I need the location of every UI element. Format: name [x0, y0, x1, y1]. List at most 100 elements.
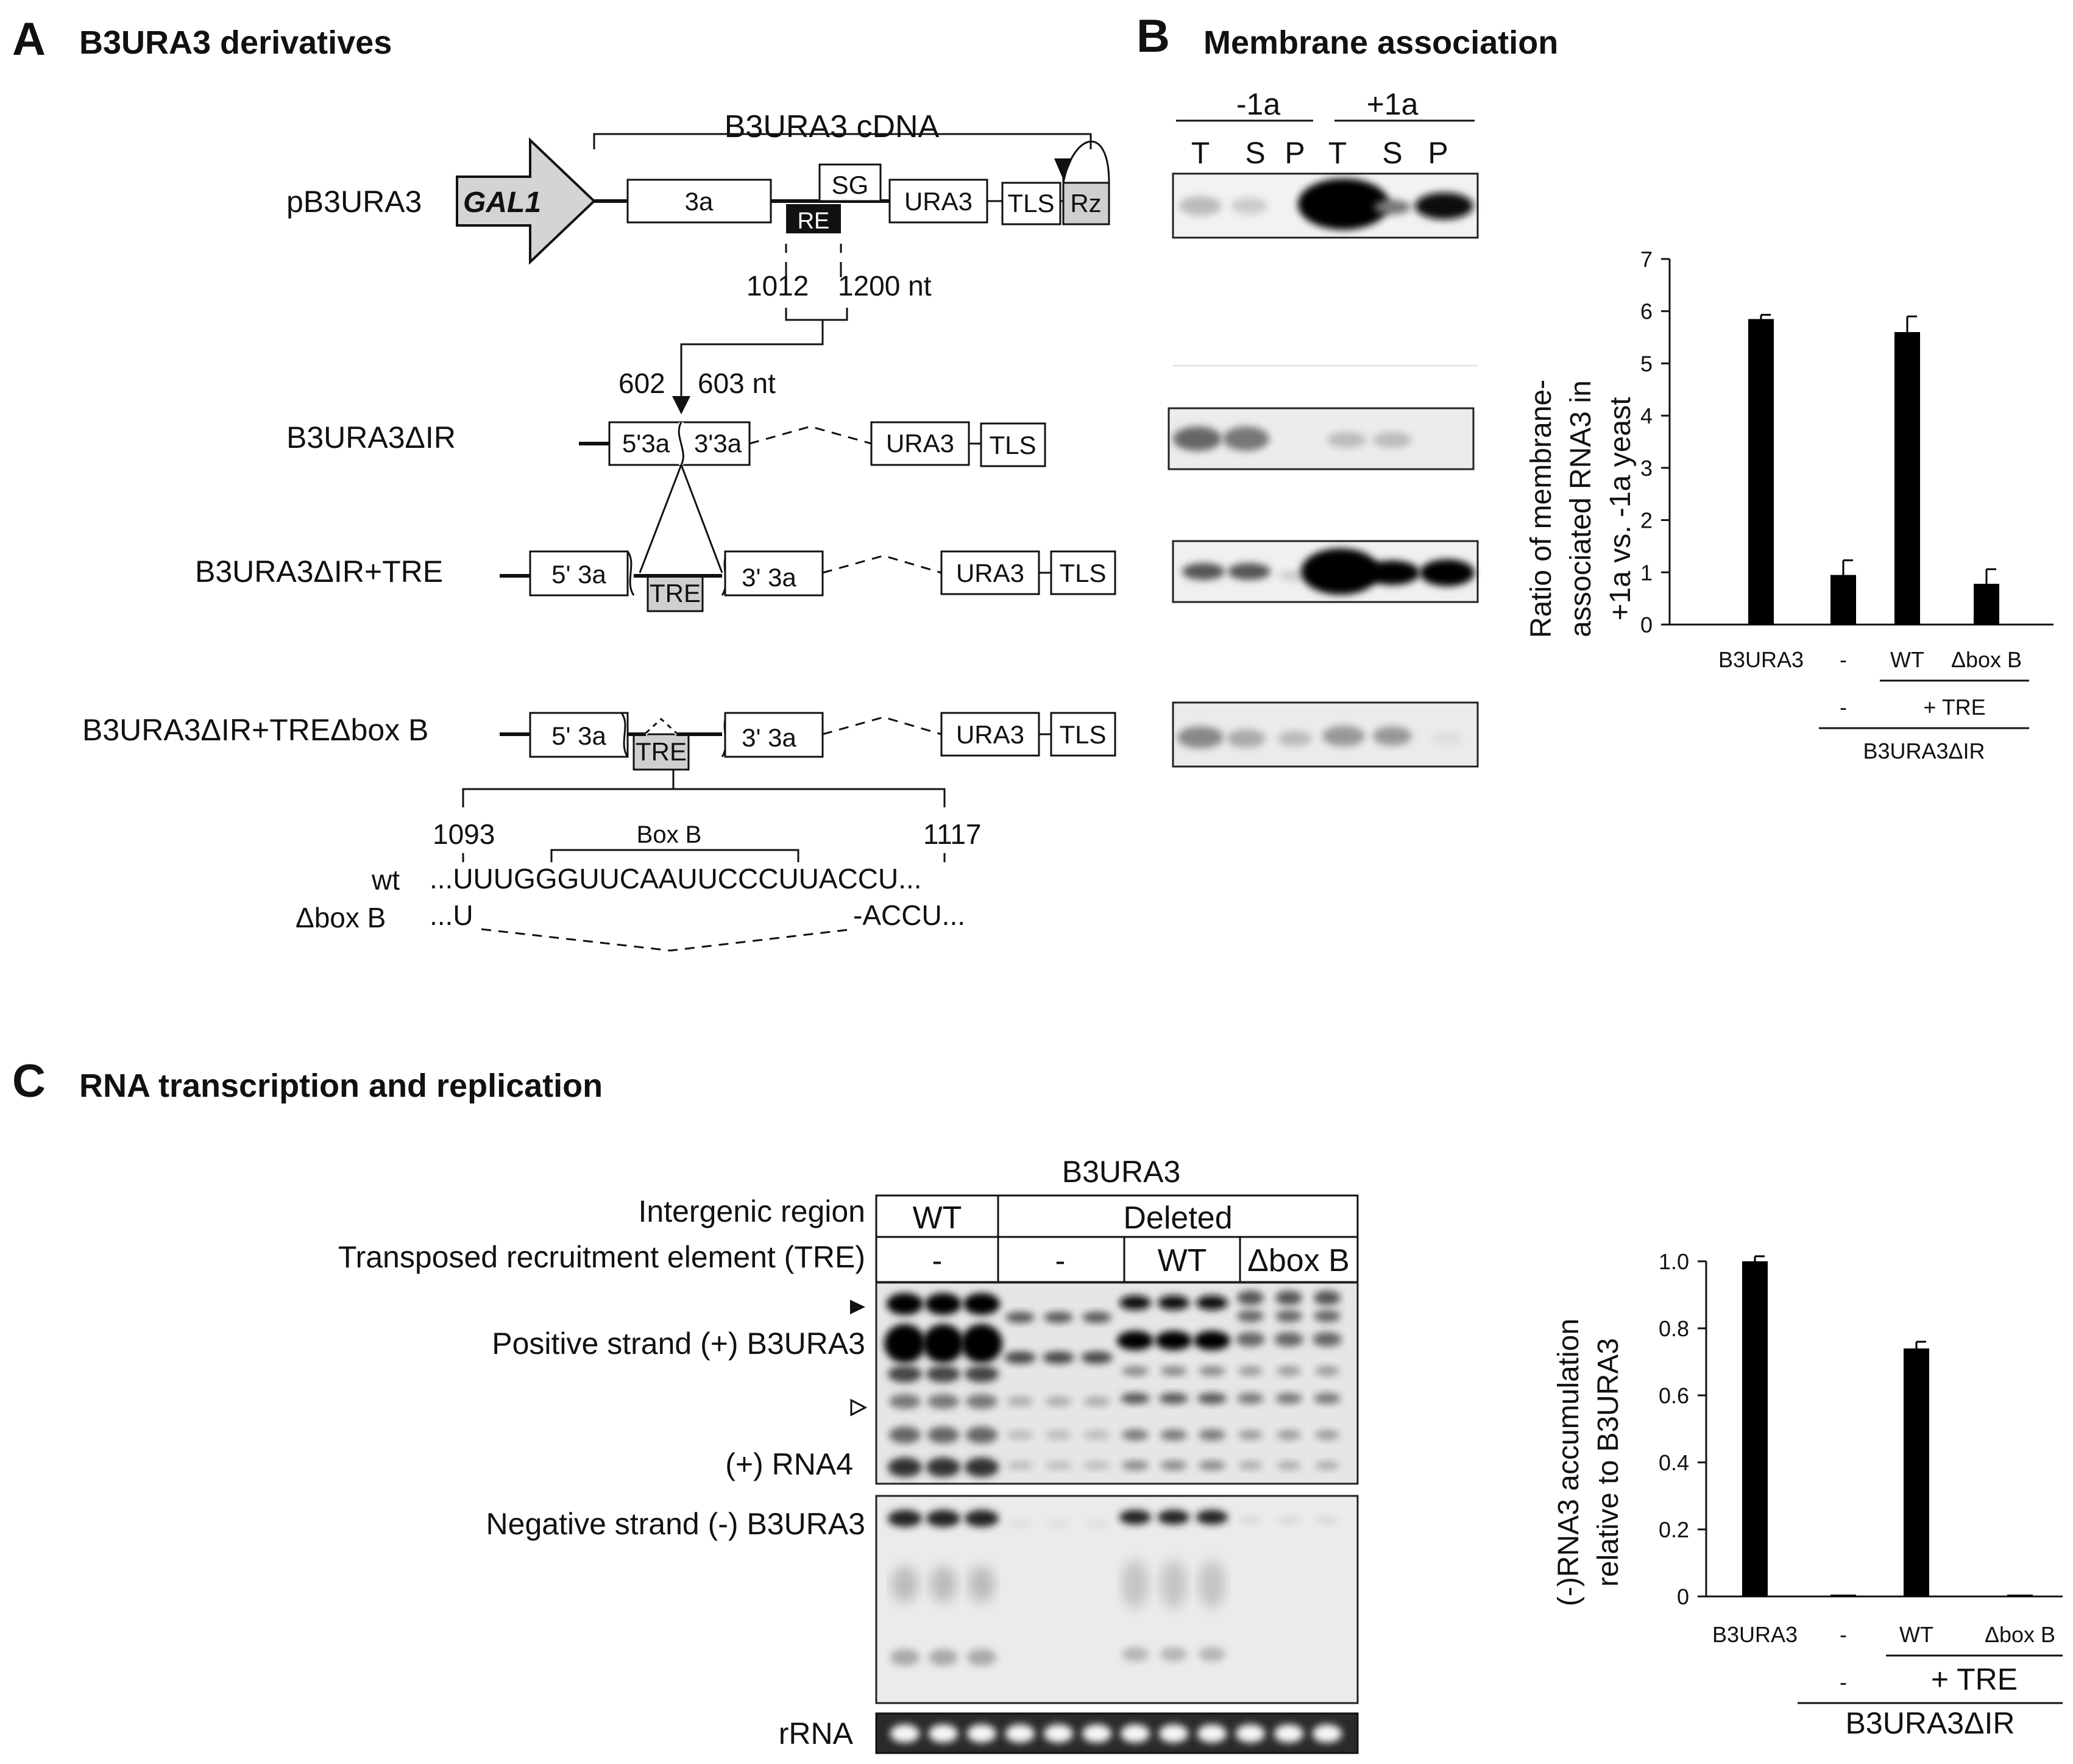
- svg-text:T: T: [1191, 136, 1210, 170]
- chart2-tick-label: 0.2: [1659, 1517, 1689, 1542]
- seq-wt-label: wt: [371, 864, 400, 896]
- chart1-ylabel-line2: associated RNA3 in: [1565, 380, 1597, 637]
- svg-text:P: P: [1285, 136, 1305, 170]
- panel-c-title: RNA transcription and replication: [79, 1068, 603, 1104]
- chart2-category-label: B3URA3: [1712, 1622, 1798, 1647]
- svg-text:RE: RE: [798, 208, 830, 234]
- segment-3a: [626, 179, 772, 224]
- segment-sg: [818, 163, 882, 202]
- svg-text:3' 3a: 3' 3a: [742, 563, 796, 592]
- construct-label-dir-tre-dbox: B3URA3ΔIR+TREΔbox B: [82, 713, 428, 747]
- chart1-ylabel-line3: +1a vs. -1a yeast: [1604, 397, 1637, 621]
- svg-text:TLS: TLS: [1059, 720, 1106, 749]
- chart1-bar: [1894, 332, 1920, 625]
- svg-text:SG: SG: [832, 171, 869, 199]
- group-neg-1a: -1a: [1236, 87, 1280, 121]
- svg-text:T: T: [1328, 136, 1347, 170]
- chart1-bar: [1748, 319, 1774, 625]
- svg-text:3'3a: 3'3a: [694, 429, 742, 458]
- svg-text:603 nt: 603 nt: [698, 367, 776, 399]
- positive-strand-label: Positive strand (+) B3URA3: [492, 1327, 865, 1361]
- blot-negative-strand: [875, 1495, 1359, 1704]
- chart1-category-label: B3URA3: [1718, 647, 1804, 672]
- rna4-label: (+) RNA4: [725, 1447, 853, 1481]
- svg-text:5'3a: 5'3a: [622, 429, 670, 458]
- tre-wt: WT: [1158, 1243, 1207, 1278]
- chart1-tick-label: 3: [1640, 456, 1653, 481]
- segment-ura3-4: [940, 712, 1040, 757]
- tre-dbox: Δbox B: [1247, 1243, 1350, 1278]
- segment-tls-2: [980, 422, 1046, 467]
- panel-a: A B3URA3 derivatives B3URA3 cDNA pB3URA3…: [12, 13, 1116, 952]
- seq-del-left: ...U: [430, 899, 473, 931]
- svg-text:1200 nt: 1200 nt: [838, 270, 932, 302]
- ig-wt: WT: [913, 1200, 962, 1236]
- marker-filled-arrow: [850, 1300, 865, 1314]
- boxb-label: Box B: [637, 821, 702, 848]
- svg-text:TLS: TLS: [1007, 189, 1054, 218]
- chart1-category-label: WT: [1890, 647, 1924, 672]
- svg-text:URA3: URA3: [956, 720, 1024, 749]
- chart1-tick-label: 6: [1640, 299, 1653, 324]
- segment-tls-4: [1050, 712, 1116, 757]
- blot-rrna: [875, 1712, 1359, 1754]
- panel-a-title: B3URA3 derivatives: [79, 24, 392, 61]
- cdna-label: B3URA3 cDNA: [725, 109, 940, 144]
- lane-labels: T S P T S P: [1191, 136, 1448, 170]
- chart1-bar: [1830, 575, 1856, 625]
- segment-re: [786, 204, 841, 233]
- chart1-group-minus: -: [1840, 695, 1847, 720]
- svg-text:1012: 1012: [746, 270, 809, 302]
- row-intergenic-label: Intergenic region: [639, 1194, 865, 1228]
- svg-text:602: 602: [618, 367, 665, 399]
- panel-c: C RNA transcription and replication B3UR…: [12, 1055, 2063, 1754]
- blot-pb3ura3: [1172, 172, 1479, 239]
- blot-dir: [1168, 407, 1475, 470]
- chart1-tick-label: 5: [1640, 351, 1653, 376]
- chart1-tick-label: 7: [1640, 247, 1653, 272]
- row-tre-label: Transposed recruitment element (TRE): [338, 1240, 865, 1274]
- svg-text:URA3: URA3: [956, 559, 1024, 587]
- segment-5-3a: [529, 550, 629, 597]
- segment-ura3-3: [940, 550, 1040, 595]
- seq-del-label: Δbox B: [296, 902, 386, 933]
- chart1-group-tre: + TRE: [1923, 695, 1985, 720]
- chart1-group-parent: B3URA3ΔIR: [1863, 739, 1985, 763]
- chart1-ylabel-line1: Ratio of membrane-: [1525, 380, 1557, 638]
- b3ura3-header: B3URA3: [1062, 1155, 1181, 1189]
- svg-text:5' 3a: 5' 3a: [551, 560, 606, 589]
- tre-dash-2: -: [1055, 1244, 1066, 1278]
- svg-text:TLS: TLS: [1059, 559, 1106, 587]
- chart1-tick-label: 2: [1640, 508, 1653, 533]
- chart2-group-minus: -: [1840, 1670, 1847, 1695]
- chart2-tick-label: 0.6: [1659, 1383, 1689, 1408]
- ig-deleted: Deleted: [1123, 1200, 1232, 1236]
- svg-text:S: S: [1382, 136, 1402, 170]
- svg-text:URA3: URA3: [904, 187, 973, 216]
- svg-text:Rz: Rz: [1070, 189, 1101, 218]
- svg-text:3' 3a: 3' 3a: [742, 723, 796, 752]
- chart2-tick-label: 0: [1677, 1584, 1689, 1609]
- panel-b-title: Membrane association: [1203, 24, 1558, 61]
- chart1-tick-label: 1: [1640, 560, 1653, 585]
- chart-membrane-ratio: Ratio of membrane- associated RNA3 in +1…: [1525, 247, 2054, 763]
- chart2-bar: [1742, 1261, 1768, 1596]
- segment-ura3-2: [870, 421, 970, 466]
- segment-3-3a-2: [724, 712, 824, 758]
- segment-5-3a-2: [529, 712, 629, 758]
- chart2-bar: [2007, 1595, 2033, 1596]
- svg-text:URA3: URA3: [886, 429, 954, 458]
- svg-text:3a: 3a: [685, 187, 714, 216]
- chart2-tick-label: 0.8: [1659, 1316, 1689, 1341]
- chart1-category-label: Δbox B: [1951, 647, 2022, 672]
- blot-dir-tre-dbox: [1172, 701, 1479, 768]
- segment-tls-3: [1050, 550, 1116, 595]
- seq-wt: ...UUUGGGUUCAAUUCCCUUACCU...: [430, 863, 922, 894]
- panel-a-letter: A: [12, 13, 46, 65]
- chart2-tick-label: 1.0: [1659, 1249, 1689, 1274]
- chart2-category-label: WT: [1899, 1622, 1933, 1647]
- marker-open-arrow: [850, 1398, 868, 1417]
- construct-label-dir-tre: B3URA3ΔIR+TRE: [195, 554, 443, 589]
- chart1-category-label: -: [1840, 647, 1847, 672]
